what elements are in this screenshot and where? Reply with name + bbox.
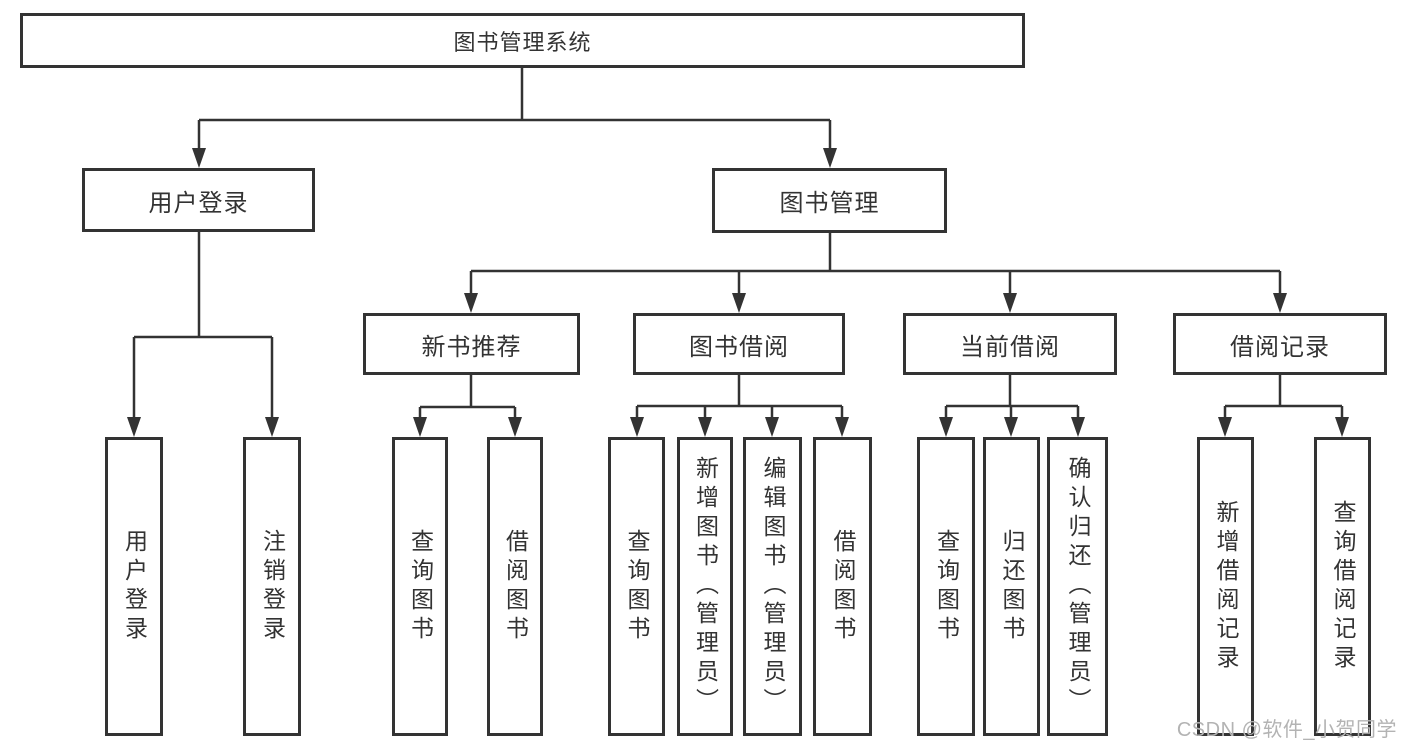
edge-book-mgmt-to-level3 bbox=[464, 233, 1287, 313]
node-leaf-borrow-book-2: 借阅图书 bbox=[813, 437, 872, 736]
node-leaf-return-book: 归还图书 bbox=[983, 437, 1040, 736]
edge-current-borrow-to-leaves bbox=[939, 375, 1085, 437]
edge-borrow-record-to-leaves bbox=[1218, 375, 1349, 437]
node-borrowing-records: 借阅记录 bbox=[1173, 313, 1387, 375]
node-leaf-query-book-1: 查询图书 bbox=[392, 437, 448, 736]
node-leaf-query-book-3: 查询图书 bbox=[917, 437, 975, 736]
edge-book-borrow-to-leaves bbox=[630, 375, 849, 437]
node-book-borrowing: 图书借阅 bbox=[633, 313, 845, 375]
node-user-login-group: 用户登录 bbox=[82, 168, 315, 232]
node-leaf-edit-book-admin: 编辑图书（管理员） bbox=[743, 437, 802, 736]
csdn-watermark: CSDN @软件_小贺同学 bbox=[1176, 719, 1397, 741]
edge-root-to-level2 bbox=[192, 68, 837, 168]
node-leaf-add-book-admin: 新增图书（管理员） bbox=[677, 437, 733, 736]
node-leaf-logout: 注销登录 bbox=[243, 437, 301, 736]
node-leaf-query-book-2: 查询图书 bbox=[608, 437, 665, 736]
node-leaf-query-borrow-record: 查询借阅记录 bbox=[1314, 437, 1371, 736]
node-new-book-recommendation: 新书推荐 bbox=[363, 313, 580, 375]
node-leaf-user-login: 用户登录 bbox=[105, 437, 163, 736]
node-leaf-add-borrow-record: 新增借阅记录 bbox=[1197, 437, 1254, 736]
edge-new-book-rec-to-leaves bbox=[413, 375, 522, 437]
node-leaf-confirm-return-admin: 确认归还（管理员） bbox=[1047, 437, 1108, 736]
node-current-borrowing: 当前借阅 bbox=[903, 313, 1117, 375]
edge-user-login-to-leaves bbox=[127, 232, 279, 437]
node-leaf-borrow-book-1: 借阅图书 bbox=[487, 437, 543, 736]
node-book-management-group: 图书管理 bbox=[712, 168, 947, 233]
node-root-system: 图书管理系统 bbox=[20, 13, 1025, 68]
